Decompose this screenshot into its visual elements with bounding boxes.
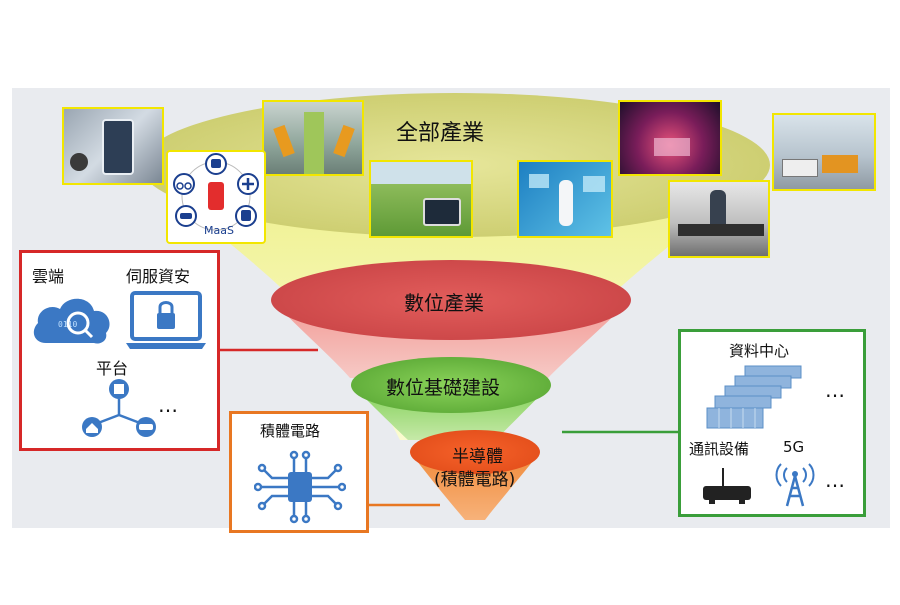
platform-label: 平台 <box>96 359 129 378</box>
data-center-more: … <box>825 378 845 402</box>
cloud-icon: 0110 <box>33 298 110 344</box>
telecom-equipment-label: 通訊設備 <box>689 440 750 458</box>
platform-network-icon <box>82 379 156 437</box>
smart-farming-photo <box>369 160 473 238</box>
classroom-photo <box>668 180 770 258</box>
esports-arena-photo <box>618 100 722 176</box>
layer-all-industries-label: 全部產業 <box>396 121 485 146</box>
layer-semiconductor-label: 半導體 <box>452 447 503 467</box>
layer-digital-industry-label: 數位產業 <box>404 291 484 315</box>
maas-icon-cluster: MaaS <box>166 150 266 244</box>
antenna-5g-icon <box>775 463 815 507</box>
layer-semiconductor-sublabel: (積體電路) <box>434 470 516 490</box>
layer-semiconductor <box>410 430 540 474</box>
data-center-icon <box>706 365 802 429</box>
five-g-label: 5G <box>783 438 805 456</box>
digital-infrastructure-box: 資料中心 … 通訊設備 5G … <box>678 329 866 517</box>
phone-icon <box>208 182 224 210</box>
digital-industry-box: 雲端 伺服資安 0110 平台 … <box>19 250 220 451</box>
smart-health-photo <box>517 160 613 238</box>
telecom-more: … <box>825 468 845 492</box>
maas-label: MaaS <box>204 224 234 237</box>
integrated-circuit-box: 積體電路 <box>229 411 369 533</box>
laptop-lock-icon <box>126 291 206 349</box>
layer-digital-infrastructure <box>351 357 551 413</box>
left-box-more: … <box>158 393 178 417</box>
smart-home-photo <box>62 107 164 185</box>
smart-construction-photo <box>772 113 876 191</box>
chip-icon <box>254 450 346 524</box>
data-center-label: 資料中心 <box>729 342 790 360</box>
server-security-label: 伺服資安 <box>126 267 191 286</box>
ic-title-label: 積體電路 <box>260 422 321 440</box>
factory-robot-photo <box>262 100 364 176</box>
cloud-label: 雲端 <box>32 267 65 286</box>
layer-digital-industry <box>271 260 631 340</box>
router-icon <box>703 468 751 504</box>
layer-digital-infrastructure-label: 數位基礎建設 <box>386 377 501 399</box>
